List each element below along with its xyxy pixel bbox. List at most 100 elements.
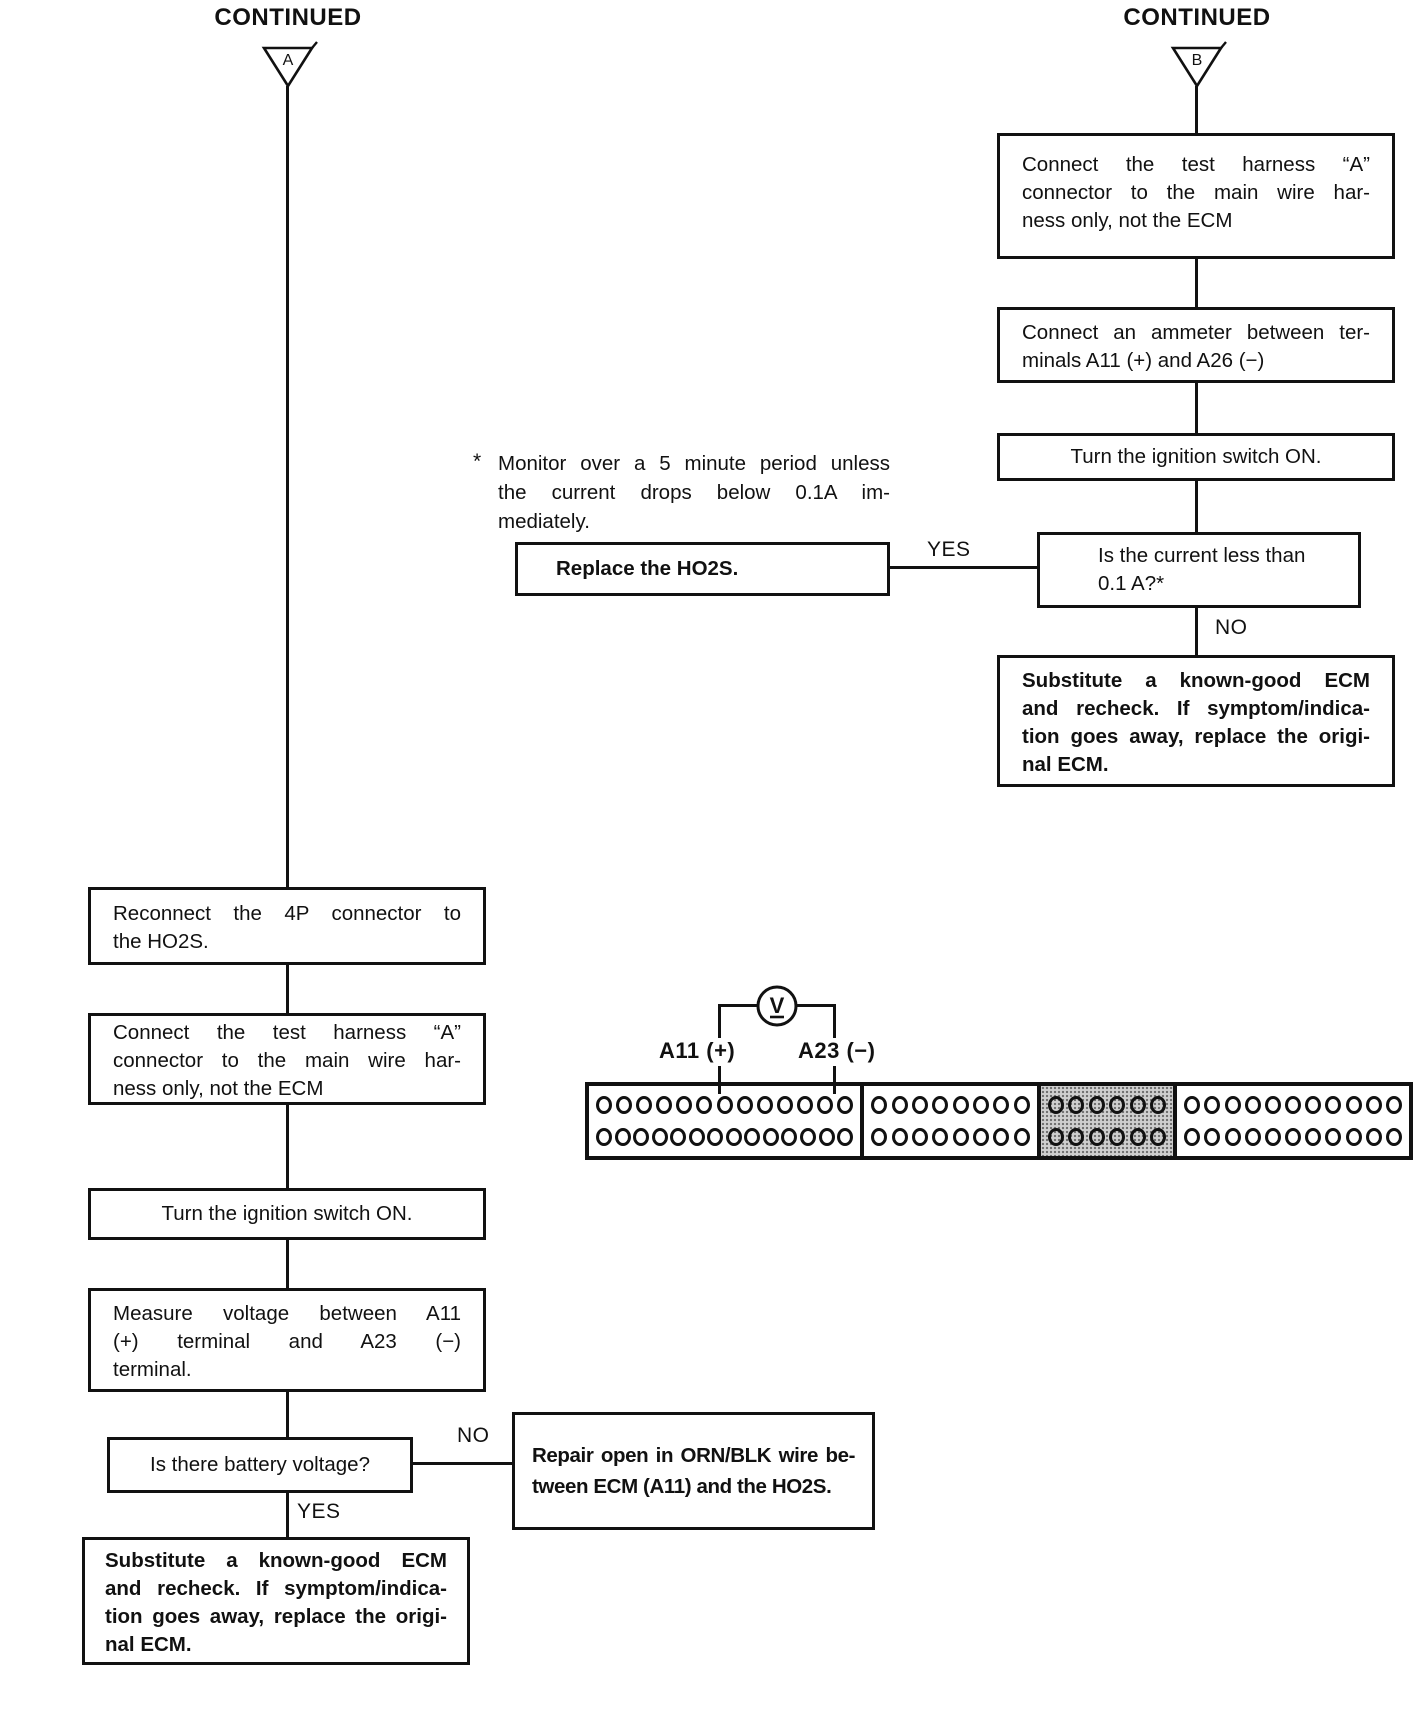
step-box-ignition-right: Turn the ignition switch ON. [997,433,1395,481]
flow-line [1195,481,1198,532]
terminal-pin [911,1128,928,1146]
terminal-pin [1244,1096,1261,1114]
terminal-pin [911,1096,928,1114]
terminal-pin [1204,1128,1221,1146]
connector-section-3 [1036,1086,1174,1156]
terminal-pin [1109,1128,1126,1146]
terminal-pin [1385,1096,1402,1114]
triangle-tag-b: B [1192,52,1203,69]
terminal-pin [636,1096,653,1114]
terminal-pin [1285,1096,1302,1114]
terminal-pin [1150,1096,1167,1114]
branch-label-no-right: NO [1215,616,1248,639]
pin-row [596,1121,854,1153]
branch-label-no-left: NO [457,1424,490,1447]
terminal-pin [796,1096,813,1114]
flow-line [1195,608,1198,655]
text-line: Monitor over a 5 minute period unless [498,452,890,475]
terminal-pin [651,1128,668,1146]
terminal-pin [762,1128,779,1146]
terminal-pin [1068,1096,1085,1114]
text-line: Measure voltage between A11 [113,1302,461,1325]
flow-line-yes-branch [890,566,1037,569]
connector-section-4 [1173,1086,1409,1156]
terminal-pin [837,1128,854,1146]
terminal-pin [670,1128,687,1146]
terminal-pin [656,1096,673,1114]
terminal-pin [596,1128,612,1146]
terminal-pin [676,1096,693,1114]
terminal-pin [1385,1128,1402,1146]
terminal-pin [817,1096,834,1114]
footnote-asterisk: * [473,450,482,473]
terminal-pin [800,1128,817,1146]
terminal-pin [1047,1096,1064,1114]
terminal-pin [688,1128,705,1146]
terminal-pin [1264,1096,1281,1114]
continuation-triangle-b: B [1170,41,1227,88]
terminal-pin [696,1096,713,1114]
pin-row [596,1089,854,1121]
terminal-pin [1109,1096,1126,1114]
terminal-pin [1345,1096,1362,1114]
pin-row [1184,1121,1402,1153]
flow-line [286,1392,289,1437]
triangle-tag-a: A [283,52,294,69]
text-line: Substitute a known-good ECM [105,1549,447,1572]
text-line: mediately. [498,510,590,533]
terminal-pin [1088,1096,1105,1114]
terminal-pin [1285,1128,1302,1146]
branch-label-yes-right: YES [927,538,971,561]
terminal-pin [1345,1128,1362,1146]
terminal-pin [633,1128,650,1146]
flow-line [1195,86,1198,133]
terminal-pin [972,1128,989,1146]
flow-line [1195,259,1198,307]
text-line: Connect an ammeter between ter- [1022,321,1370,344]
terminal-pin [1244,1128,1261,1146]
terminal-pin [1088,1128,1105,1146]
terminal-pin [891,1128,908,1146]
branch-label-yes-left: YES [297,1500,341,1523]
connector-section-1 [589,1086,860,1156]
continued-label-left: CONTINUED [214,4,362,31]
terminal-pin [1184,1096,1201,1114]
terminal-pin [932,1128,949,1146]
pin-row [871,1121,1030,1153]
terminal-pin [1365,1096,1382,1114]
flow-line [286,1240,289,1288]
text-line: (+) terminal and A23 (−) [113,1330,461,1353]
terminal-pin [1184,1128,1201,1146]
terminal-pin [1305,1096,1322,1114]
step-box-ignition-left: Turn the ignition switch ON. [88,1188,486,1240]
text-line: connector to the main wire har- [1022,181,1370,204]
decision-box-battery-voltage: Is there battery voltage? [107,1437,413,1493]
text-line: and recheck. If symptom/indica- [105,1577,447,1600]
terminal-pin [725,1128,742,1146]
terminal-pointer-a23 [833,1066,836,1094]
terminal-pin [952,1128,969,1146]
text-line: 0.1 A?* [1098,572,1165,595]
terminal-pin [707,1128,724,1146]
text-line: connector to the main wire har- [113,1049,461,1072]
voltmeter-icon: V [756,985,798,1027]
text-line: nal ECM. [1022,753,1109,776]
action-box-substitute-ecm-left: Substitute a known-good ECM and recheck. … [82,1537,470,1665]
terminal-pin [1325,1128,1342,1146]
pin-row [871,1089,1030,1121]
text-line: minals A11 (+) and A26 (−) [1022,349,1265,372]
terminal-pin [993,1096,1010,1114]
decision-text: Is there battery voltage? [150,1453,370,1476]
flow-line [286,86,289,887]
step-box-test-harness-right: Connect the test harness “A”connector to… [997,133,1395,259]
terminal-pin [993,1128,1010,1146]
text-line: tion goes away, replace the origi- [105,1605,447,1628]
terminal-pointer-a11 [718,1066,721,1094]
text-line: ness only, not the ECM [1022,209,1233,232]
connector-section-2 [860,1086,1036,1156]
voltmeter-symbol: V [770,993,785,1018]
step-text: Turn the ignition switch ON. [1070,445,1322,468]
